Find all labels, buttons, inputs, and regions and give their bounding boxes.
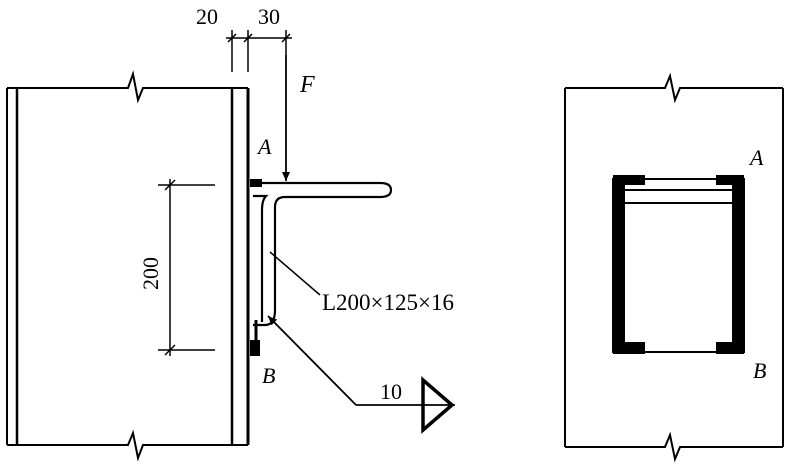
section-leader-line — [269, 251, 321, 296]
dim-tick-2 — [243, 33, 253, 43]
dim-200-tick-bottom — [164, 344, 176, 356]
front-angle-view — [612, 175, 745, 354]
front-weld-a-right — [716, 175, 744, 185]
vertical-dimension-200 — [158, 179, 215, 356]
weld-symbol — [267, 315, 455, 434]
front-weld-b-right — [716, 342, 744, 354]
front-weld-a-left — [613, 175, 645, 185]
column-bottom-break-line — [7, 429, 248, 462]
dim-label-30: 30 — [258, 4, 280, 29]
column-front-view — [564, 72, 784, 463]
point-b-label-front: B — [753, 358, 766, 383]
point-a-label-front: A — [748, 145, 764, 170]
front-weld-b-left — [613, 342, 645, 354]
dim-200-tick-top — [164, 179, 176, 191]
front-column-top-break — [565, 72, 783, 104]
front-weld-left — [613, 179, 625, 352]
dim-tick-1 — [227, 33, 237, 43]
dim-label-20: 20 — [196, 4, 218, 29]
dim-tick-3 — [281, 33, 291, 43]
angle-outline-inner — [253, 194, 269, 322]
point-a-label-side: A — [256, 134, 272, 159]
weld-leader-arrow — [267, 315, 357, 406]
top-dimension-lines — [226, 30, 292, 72]
weld-size-label: 10 — [380, 379, 402, 404]
point-b-label-side: B — [262, 363, 275, 388]
angle-section-label: L200×125×16 — [322, 290, 454, 315]
column-top-break-line — [7, 70, 248, 104]
front-angle-outline — [612, 178, 745, 353]
front-weld-right — [732, 179, 744, 352]
front-column-bottom-break — [565, 431, 783, 463]
dim-label-200: 200 — [138, 257, 163, 290]
weld-fillet-triangle — [421, 376, 455, 434]
force-label: F — [299, 72, 315, 98]
weld-mark-b-side — [250, 340, 260, 356]
weld-mark-a-side — [250, 179, 262, 187]
column-side-view — [6, 70, 250, 462]
angle-bracket — [250, 179, 393, 356]
